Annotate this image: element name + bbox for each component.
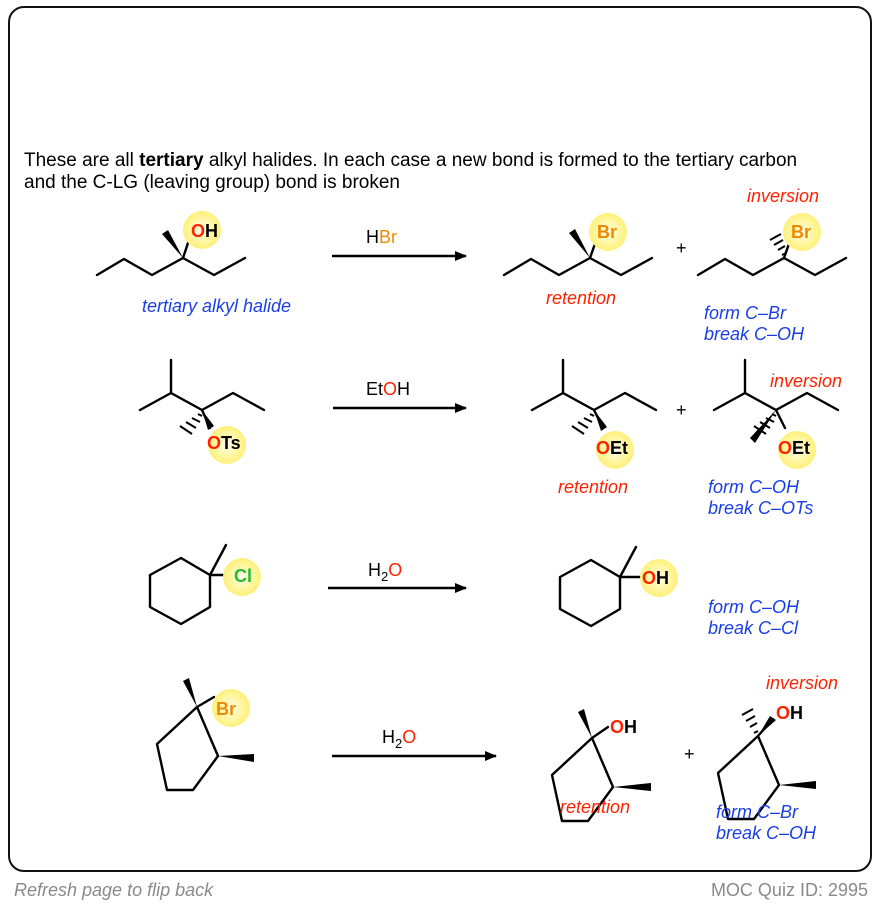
- r3-product-oh: OH: [642, 568, 669, 588]
- r3-note-line2: break C–Cl: [708, 618, 799, 638]
- r3-reactant-methyl: [208, 543, 228, 577]
- reaction-scheme: HBr EtOH H2O H2O OH Br Br OTs OEt OEt Cl…: [95, 186, 848, 843]
- r1-note-line1: form C–Br: [704, 303, 787, 323]
- r1-product2-br: Br: [791, 222, 811, 242]
- r2-retention-label: retention: [558, 477, 628, 497]
- r3-product-methyl: [618, 545, 638, 579]
- r2-reactant-wedge: [202, 410, 214, 430]
- r4-retention-label: retention: [560, 797, 630, 817]
- r4-product1-ring-wedge: [613, 783, 651, 791]
- r1-inversion-label: inversion: [747, 186, 819, 206]
- r1-product1-chain: [502, 256, 654, 277]
- r4-product1-oh-bond: [590, 725, 610, 740]
- r2-note-line1: form C–OH: [708, 477, 800, 497]
- question-card: [8, 6, 872, 872]
- r1-reagent: HBr: [366, 227, 397, 247]
- r4-product1-oh: OH: [610, 717, 637, 737]
- r4-inversion-label: inversion: [766, 673, 838, 693]
- r4-reactant-ring: [155, 705, 220, 792]
- r1-product2-hash: [769, 233, 787, 256]
- r2-reagent: EtOH: [366, 379, 410, 399]
- r1-plus: +: [676, 238, 687, 258]
- r2-product2-oet: OEt: [778, 438, 810, 458]
- r2-inversion-label: inversion: [770, 371, 842, 391]
- intro-text: These are all tertiary alkyl halides. In…: [24, 150, 798, 193]
- r1-product1-wedge: [569, 229, 590, 258]
- refresh-hint: Refresh page to flip back: [14, 880, 214, 900]
- r3-reagent: H2O: [368, 560, 402, 584]
- r2-product2-wedge: [750, 410, 776, 443]
- r2-product2-hash: [753, 413, 777, 435]
- r1-reactant-oh: OH: [191, 221, 218, 241]
- quiz-id: MOC Quiz ID: 2995: [710, 880, 868, 900]
- r4-product2-oh-wedge: [758, 716, 776, 736]
- r4-reactant-br: Br: [216, 699, 236, 719]
- r3-reactant-ring: [148, 556, 212, 626]
- r2-product1-oet: OEt: [596, 438, 628, 458]
- r4-product1-methyl-wedge: [578, 709, 592, 738]
- r2-product1-hash: [571, 413, 595, 435]
- r4-reactant-ring-wedge: [218, 754, 254, 762]
- r4-product2-ring: [716, 734, 781, 821]
- r4-product2-hash: [741, 708, 759, 734]
- r1-reactant-wedge: [162, 230, 183, 258]
- r1-product1-br: Br: [597, 222, 617, 242]
- highlight-glows: [183, 211, 821, 727]
- r2-product1-wedge: [594, 410, 607, 431]
- r3-product-ring: [558, 558, 622, 628]
- r4-note-line2: break C–OH: [716, 823, 817, 843]
- r3-note-line1: form C–OH: [708, 597, 800, 617]
- r1-note-line2: break C–OH: [704, 324, 805, 344]
- r1-reactant-chain: [95, 256, 247, 277]
- r2-reactant-chain: [138, 391, 266, 412]
- r2-product1-chain: [530, 391, 658, 412]
- r4-product2-ring-wedge: [779, 781, 816, 789]
- r4-product2-oh: OH: [776, 703, 803, 723]
- r4-reagent: H2O: [382, 727, 416, 751]
- r2-reactant-ots: OTs: [207, 433, 241, 453]
- r2-product2-oet-bond: [774, 408, 787, 430]
- r2-reactant-hash: [179, 413, 203, 435]
- r4-plus: +: [684, 744, 695, 764]
- r4-product1-ring: [550, 736, 615, 823]
- r2-plus: +: [676, 400, 687, 420]
- r4-note-line1: form C–Br: [716, 802, 799, 822]
- r1-retention-label: retention: [546, 288, 616, 308]
- r3-reactant-cl: Cl: [234, 566, 252, 586]
- r4-reactant-br-bond: [195, 695, 216, 709]
- r1-reactant-label: tertiary alkyl halide: [142, 296, 291, 316]
- intro-bold: tertiary: [139, 150, 204, 171]
- r1-product2-chain: [696, 256, 848, 277]
- r2-product2-chain: [712, 391, 840, 412]
- r4-reactant-methyl-wedge: [183, 678, 197, 707]
- r2-note-line2: break C–OTs: [708, 498, 813, 518]
